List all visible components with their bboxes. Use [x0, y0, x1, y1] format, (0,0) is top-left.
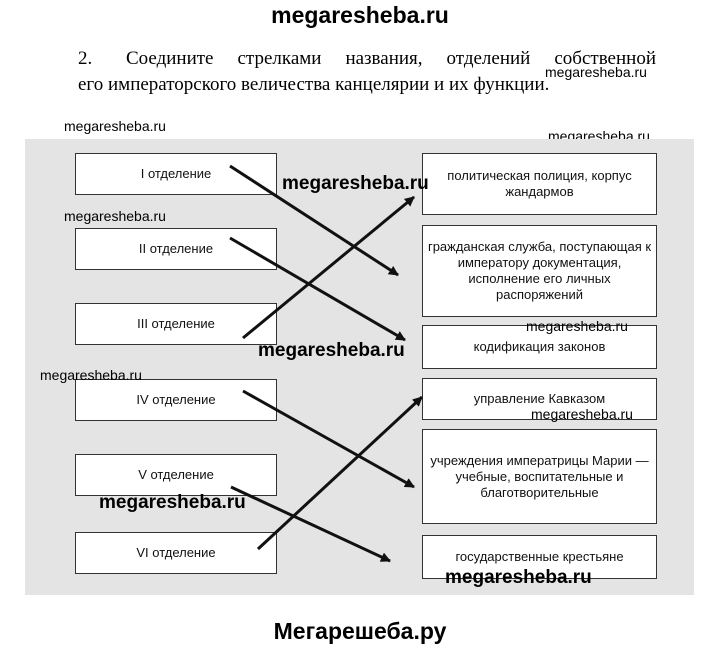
- function-box-2: гражданская служба, поступающая к импера…: [422, 225, 657, 317]
- watermark: megaresheba.ru: [64, 208, 166, 224]
- watermark: megaresheba.ru: [526, 318, 628, 334]
- watermark: megaresheba.ru: [99, 492, 246, 513]
- function-box-6: государственные крестьяне: [422, 535, 657, 579]
- arrow-iv-to-empress-maria: [242, 389, 415, 489]
- task-line-1: Соедините стрелками названия, отделений …: [126, 48, 656, 69]
- arrow-ii-to-codification: [229, 236, 406, 342]
- watermark: megaresheba.ru: [40, 367, 142, 383]
- watermark: megaresheba.ru: [531, 406, 633, 422]
- arrow-vi-to-caucasus: [256, 395, 424, 551]
- task-text: 2. Соедините стрелками названия, отделени…: [78, 46, 656, 98]
- watermark: megaresheba.ru: [258, 340, 405, 361]
- department-box-2: II отделение: [75, 228, 277, 270]
- task-line-2: его императорского величества канцелярии…: [78, 74, 550, 95]
- function-box-4: управление Кавказом: [422, 378, 657, 420]
- site-title: megaresheba.ru: [271, 2, 449, 28]
- arrow-i-to-civil-service: [229, 164, 399, 277]
- department-box-4: IV отделение: [75, 379, 277, 421]
- department-box-1: I отделение: [75, 153, 277, 195]
- arrow-v-to-state-peasants: [230, 485, 391, 563]
- arrow-iii-to-political-police: [242, 195, 415, 340]
- watermark: megaresheba.ru: [64, 118, 166, 134]
- watermark: megaresheba.ru: [545, 64, 647, 80]
- department-box-6: VI отделение: [75, 532, 277, 574]
- task-number: 2.: [78, 48, 93, 69]
- watermark: megaresheba.ru: [282, 173, 429, 194]
- function-box-3: кодификация законов: [422, 325, 657, 369]
- watermark: megaresheba.ru: [445, 567, 592, 588]
- function-box-1: политическая полиция, корпус жандармов: [422, 153, 657, 215]
- footer-title: Мегарешеба.ру: [273, 618, 447, 644]
- function-box-5: учреждения императрицы Марии — учебные, …: [422, 429, 657, 524]
- department-box-5: V отделение: [75, 454, 277, 496]
